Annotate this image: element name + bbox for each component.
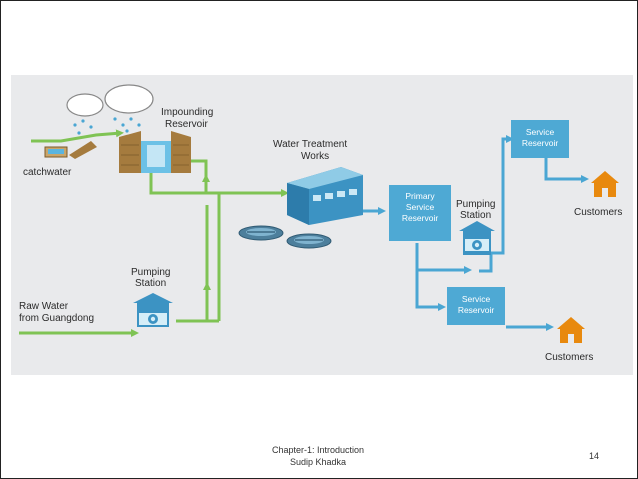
settling-tanks-icon	[238, 225, 332, 249]
water-supply-diagram: Impounding Reservoir catchwater Water Tr…	[11, 75, 633, 375]
primary-service-reservoir-box	[389, 185, 451, 241]
water-treatment-label-1: Water Treatment	[273, 139, 347, 150]
service-reservoir-top-label-2: Reservoir	[522, 138, 559, 148]
customers-bottom-label: Customers	[545, 352, 593, 363]
diagram-canvas: Impounding Reservoir catchwater Water Tr…	[19, 84, 622, 363]
pumping-station-left-label-1: Pumping	[131, 267, 170, 278]
catchwater-label: catchwater	[23, 167, 72, 178]
primary-service-label-1: Primary	[405, 191, 435, 201]
footer-chapter-title: Chapter-1: Introduction	[271, 445, 365, 455]
raw-water-label-2: from Guangdong	[19, 313, 94, 324]
impounding-reservoir-label-2: Reservoir	[165, 119, 208, 130]
impounding-reservoir-icon	[119, 131, 191, 173]
primary-service-label-2: Service	[406, 202, 435, 212]
water-treatment-works-icon	[287, 167, 363, 225]
footer-author: Sudip Khadka	[289, 457, 347, 467]
raw-water-label-1: Raw Water	[19, 301, 69, 312]
raw-water-pipes	[19, 129, 289, 337]
customers-top-label: Customers	[574, 207, 622, 218]
pumping-station-right-icon	[459, 221, 495, 255]
customers-top-house-icon	[591, 171, 619, 197]
page-number: 14	[589, 451, 600, 461]
service-reservoir-top-label-1: Service	[526, 127, 555, 137]
service-reservoir-bottom-box	[447, 287, 505, 325]
primary-service-label-3: Reservoir	[402, 213, 439, 223]
rain-clouds-icon	[66, 84, 154, 135]
treated-water-pipes	[363, 135, 589, 331]
pumping-station-left-label-2: Station	[135, 278, 166, 289]
service-reservoir-top-box	[511, 120, 569, 158]
customers-bottom-house-icon	[557, 317, 585, 343]
pumping-station-right-label-2: Station	[460, 210, 491, 221]
water-treatment-label-2: Works	[301, 151, 329, 162]
service-reservoir-bottom-label-1: Service	[462, 294, 491, 304]
slide-footer: Chapter-1: Introduction Sudip Khadka 14	[1, 442, 638, 472]
pumping-station-left-icon	[133, 293, 173, 327]
pumping-station-right-label-1: Pumping	[456, 199, 495, 210]
impounding-reservoir-label-1: Impounding	[161, 107, 213, 118]
catchwater-icon	[44, 141, 97, 159]
service-reservoir-bottom-label-2: Reservoir	[458, 305, 495, 315]
